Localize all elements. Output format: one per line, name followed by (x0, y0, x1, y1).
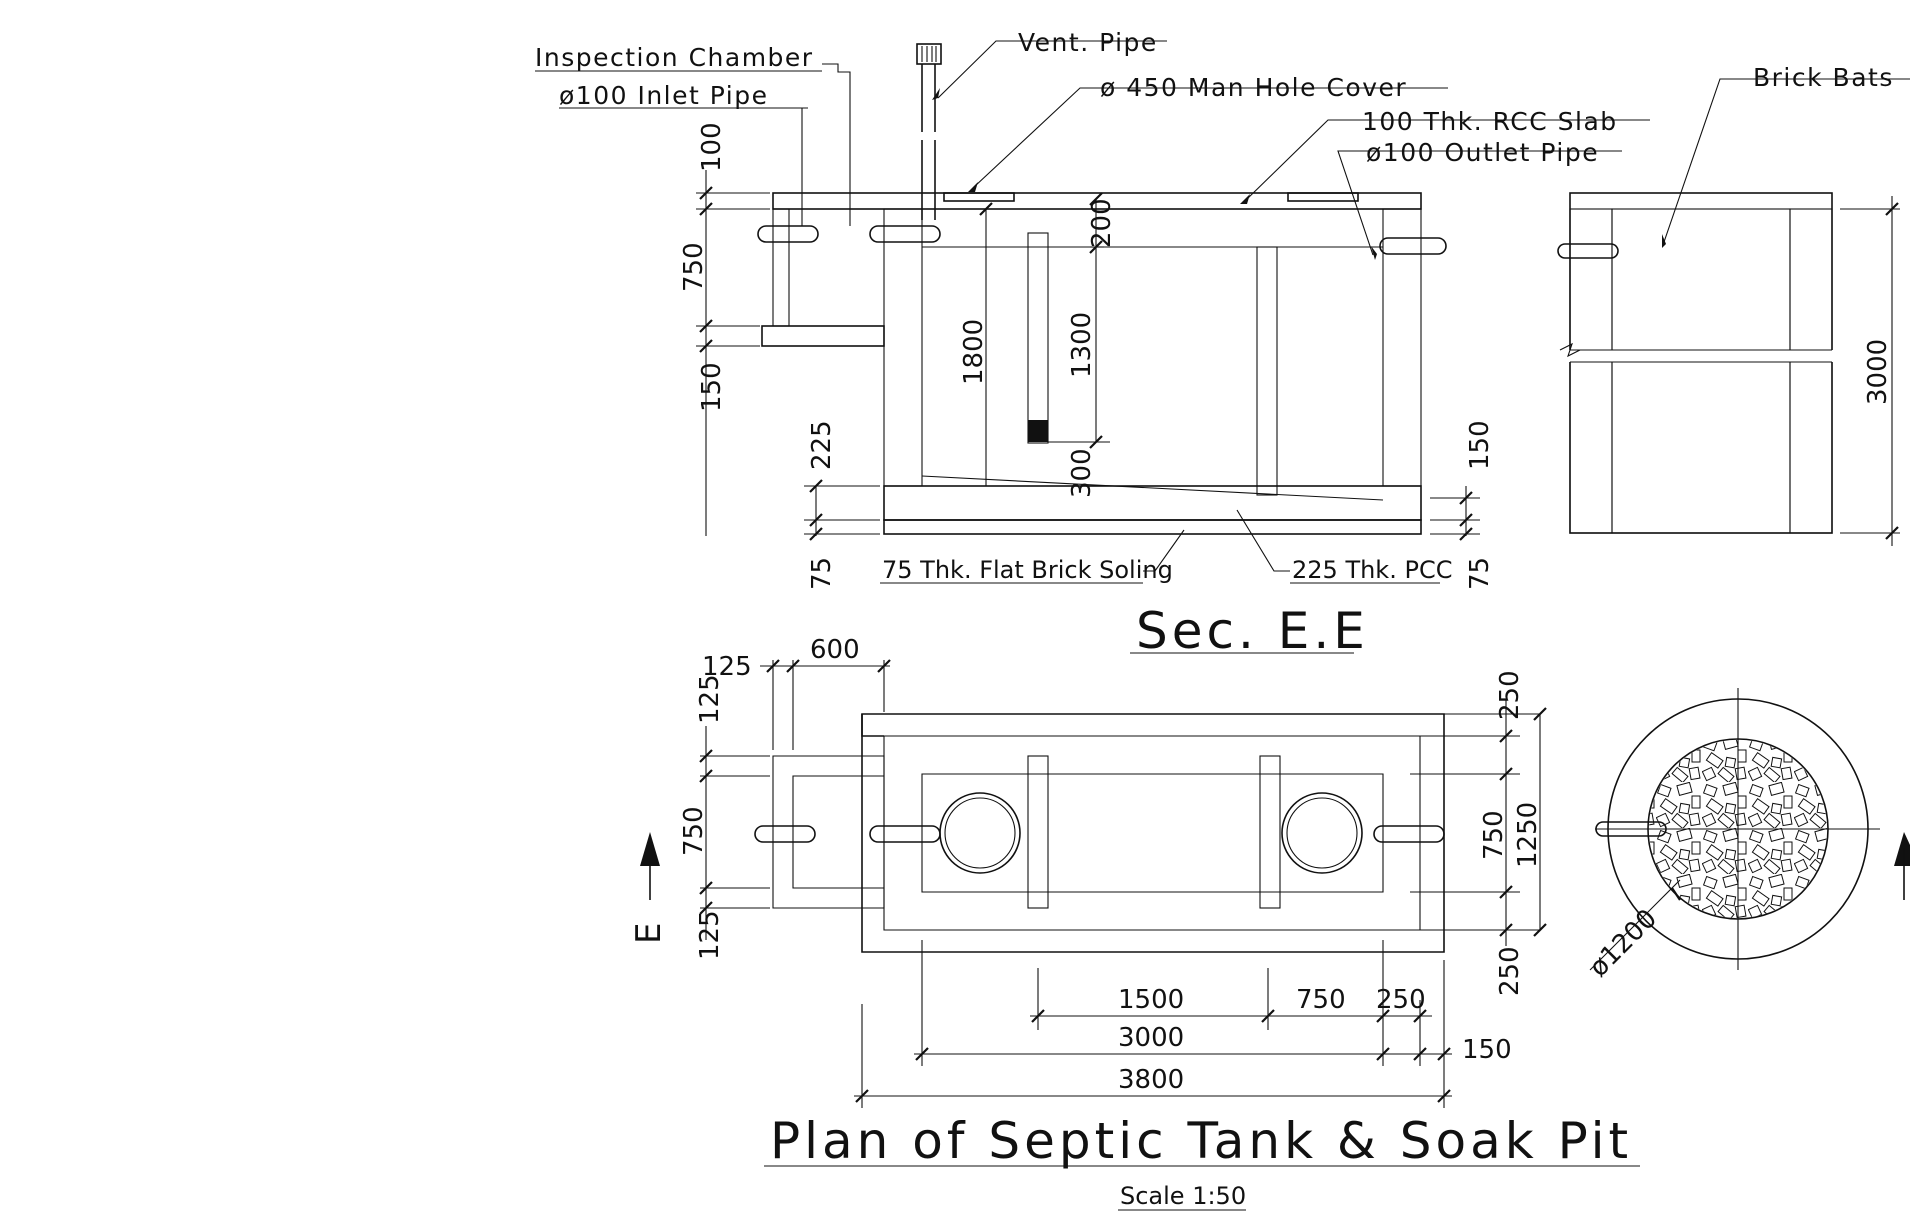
label-rcc-slab: 100 Thk. RCC Slab (1362, 107, 1618, 136)
section-title: Sec. E.E (1136, 602, 1369, 660)
section-marker-label-left: E (629, 923, 669, 944)
dim-200: 200 (1087, 198, 1117, 248)
dim-150: 150 (697, 362, 727, 412)
dim-right-75: 75 (1465, 557, 1495, 590)
dim-300: 300 (1067, 448, 1097, 498)
dim-right-150: 150 (1465, 420, 1495, 470)
dim-plan-3800: 3800 (1118, 1065, 1184, 1095)
dim-plan-250-bottom: 250 (1495, 946, 1525, 996)
section-dims-internal (979, 192, 1480, 541)
manhole-cover-2 (1287, 192, 1359, 202)
inspection-chamber-base (761, 325, 885, 347)
manhole-cover-1 (943, 192, 1015, 202)
dim-soak-pit-diameter: ø1200 (1584, 904, 1663, 983)
section-dims-left (696, 170, 880, 541)
dim-225: 225 (807, 420, 837, 470)
dim-plan-750-left: 750 (679, 806, 709, 856)
tank-wall-right (1382, 208, 1422, 487)
label-inspection-chamber: Inspection Chamber (535, 43, 814, 72)
label-brick-bats: Brick Bats (1753, 63, 1894, 92)
plan-view (640, 659, 1547, 1108)
label-pcc: 225 Thk. PCC (1292, 556, 1452, 584)
tank-wall-left (883, 208, 923, 487)
section-view: 100 750 150 225 75 1800 200 1300 300 150 (535, 28, 1910, 660)
dim-750: 750 (679, 242, 709, 292)
dim-plan-750-bottom: 750 (1296, 985, 1346, 1015)
partition-wall (1256, 246, 1278, 496)
dim-plan-250-top: 250 (1495, 670, 1525, 720)
brick-soling (883, 519, 1422, 535)
dim-plan-1500: 1500 (1118, 985, 1184, 1015)
dim-plan-125-a: 125 (695, 674, 725, 724)
dim-100: 100 (697, 122, 727, 172)
dim-plan-1250: 1250 (1513, 802, 1543, 868)
dim-1800: 1800 (959, 319, 989, 385)
leaders (567, 40, 1725, 572)
dim-plan-750-right: 750 (1479, 810, 1509, 860)
baffle-wall (1027, 232, 1049, 444)
label-inlet-pipe: ø100 Inlet Pipe (559, 81, 768, 110)
dim-plan-250-bottom-2: 250 (1376, 985, 1426, 1015)
scale-label: Scale 1:50 (1120, 1182, 1246, 1210)
pipes (757, 225, 1447, 255)
pcc-layer (883, 485, 1422, 521)
baffle-block (1028, 420, 1048, 442)
section-marker-left (640, 832, 660, 900)
dim-1300: 1300 (1067, 312, 1097, 378)
label-vent-pipe: Vent. Pipe (1018, 28, 1158, 57)
dim-plan-125-top: 125 (702, 652, 752, 682)
dim-plan-125-b: 125 (695, 910, 725, 960)
label-brick-soling: 75 Thk. Flat Brick Soling (882, 556, 1173, 584)
soak-pit-plan (1589, 688, 1910, 971)
dim-plan-150: 150 (1462, 1035, 1512, 1065)
dim-soak-3000: 3000 (1863, 339, 1893, 405)
rcc-slab (772, 192, 1422, 210)
dim-75: 75 (807, 557, 837, 590)
dim-plan-3000: 3000 (1118, 1023, 1184, 1053)
plan-title: Plan of Septic Tank & Soak Pit (770, 1112, 1632, 1170)
label-outlet-pipe: ø100 Outlet Pipe (1366, 138, 1599, 167)
soak-pit-section: 3000 (1557, 192, 1900, 546)
label-manhole-cover: ø 450 Man Hole Cover (1100, 73, 1407, 102)
dim-plan-600: 600 (810, 635, 860, 665)
